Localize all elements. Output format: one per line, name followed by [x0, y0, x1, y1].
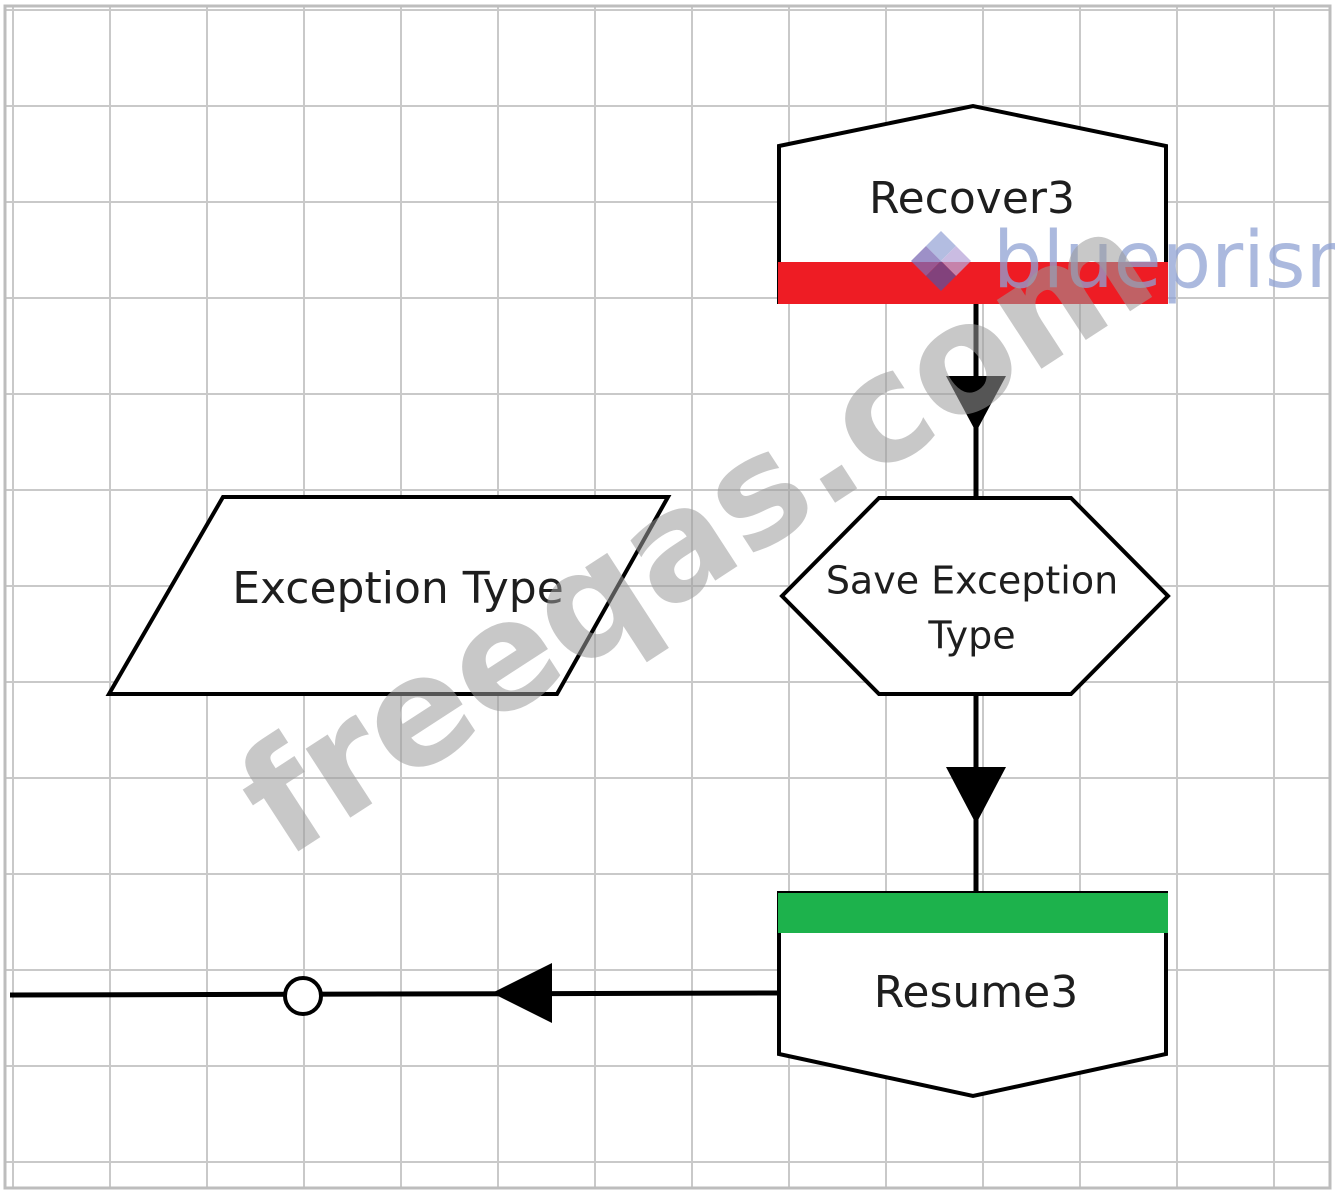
- blueprism-logo-icon: [911, 231, 971, 291]
- connector-resume-outgoing[interactable]: [9, 990, 780, 998]
- recover-label: Recover3: [869, 173, 1075, 224]
- blueprism-watermark: blueprism: [911, 216, 1335, 306]
- resume-stage[interactable]: Resume3: [777, 891, 1168, 1099]
- arrowhead-down-1: [946, 376, 1006, 432]
- calculation-label-line1: Save Exception: [826, 559, 1118, 603]
- arrowhead-left: [492, 963, 552, 1023]
- calculation-shape: [779, 496, 1171, 696]
- save-exception-type-calculation[interactable]: Save Exception Type: [779, 496, 1171, 696]
- exception-type-label: Exception Type: [232, 563, 564, 614]
- resume-label: Resume3: [874, 967, 1078, 1018]
- canvas-frame: [3, 4, 1332, 1190]
- arrowhead-down-2: [946, 767, 1006, 824]
- recover-band: [778, 262, 1168, 304]
- resume-band: [778, 893, 1168, 933]
- calculation-label-line2: Type: [927, 614, 1015, 658]
- exception-type-data-item[interactable]: Exception Type: [105, 495, 672, 696]
- exception-type-shape: [105, 495, 672, 696]
- connector-anchor-point[interactable]: [283, 976, 323, 1016]
- blueprism-wordmark: blueprism: [993, 216, 1335, 306]
- recover-stage[interactable]: Recover3: [777, 103, 1168, 304]
